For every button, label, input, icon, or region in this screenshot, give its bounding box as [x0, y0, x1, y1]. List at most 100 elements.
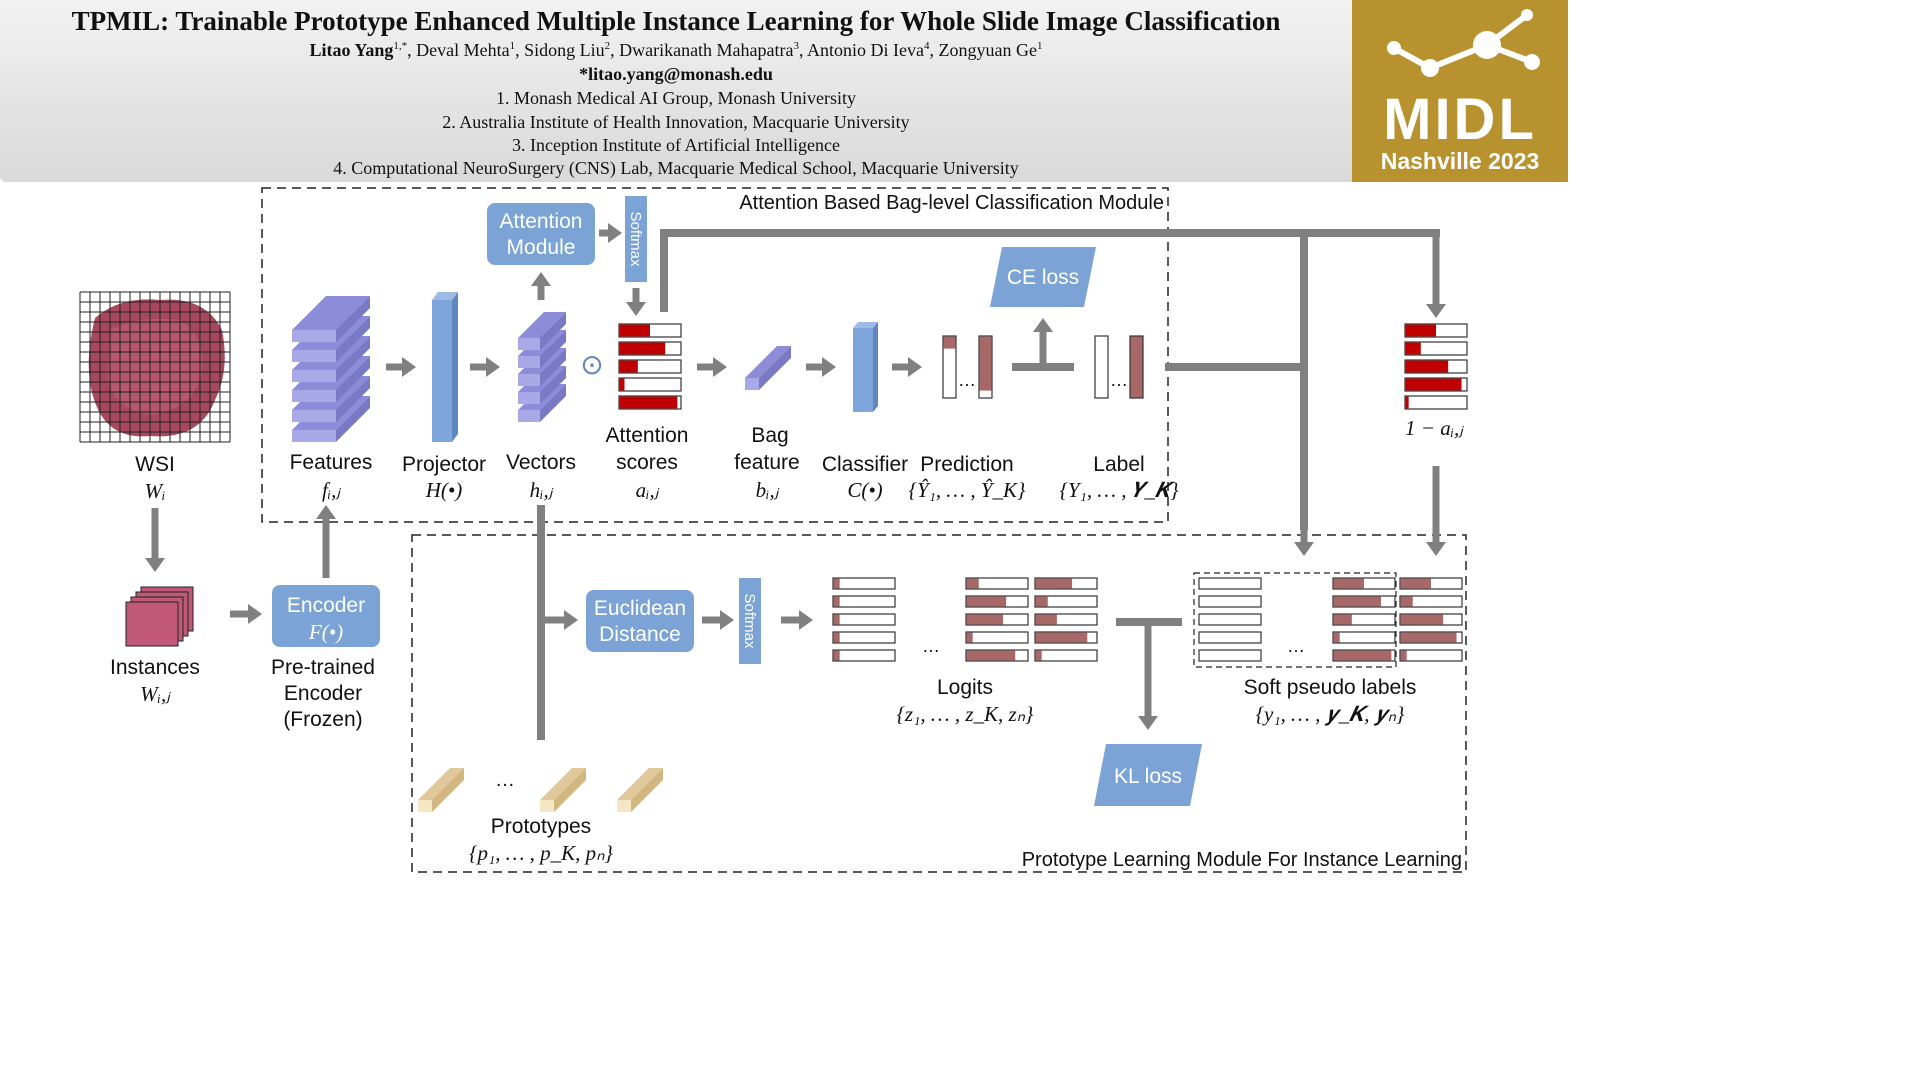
- prototype-slab-top: [418, 768, 464, 800]
- midl-logo: MIDL Nashville 2023: [1352, 0, 1568, 182]
- vector-slab-side: [540, 348, 566, 386]
- inverse-attention-bar-fill: [1405, 378, 1462, 391]
- logit-bar-fill: [833, 632, 840, 643]
- vector-slab-side: [540, 330, 566, 368]
- author-name: Antonio Di Ieva: [807, 40, 925, 60]
- vector-slab-side: [540, 312, 566, 350]
- vector-slab-side: [540, 384, 566, 422]
- attention-score-bar-fill: [619, 396, 678, 409]
- logit-bar-fill: [1035, 614, 1057, 625]
- logit-bar-fill: [833, 596, 840, 607]
- prototype-slab-top: [540, 768, 586, 800]
- instances-symbol: Wᵢ,ⱼ: [140, 682, 171, 706]
- logit-bar: [1034, 649, 1098, 662]
- encoder-label: Encoder: [287, 594, 365, 617]
- prototypes-label: Prototypes: [491, 815, 591, 838]
- features-label: Features: [290, 451, 373, 474]
- features-symbol: fᵢ,ⱼ: [322, 478, 341, 502]
- logits-label: Logits: [937, 676, 993, 699]
- euclidean-to-softmax-arrow-head: [720, 610, 734, 630]
- projector-label: Projector: [402, 453, 486, 476]
- feature-slab-side: [336, 316, 370, 362]
- vectors-label: Vectors: [506, 451, 576, 474]
- prediction-label: Prediction: [920, 453, 1013, 476]
- feature-slab-side: [336, 296, 370, 342]
- logit-bar: [832, 595, 896, 608]
- vector-slab: [518, 410, 540, 422]
- logit-bar-fill: [1035, 650, 1042, 661]
- affiliation-4: 4. Computational NeuroSurgery (CNS) Lab,…: [333, 158, 1019, 178]
- pseudo-label-bar-fill: [1333, 650, 1392, 661]
- encoder-box: [272, 585, 380, 647]
- projector-bar-side: [452, 292, 458, 442]
- pseudo-label-bar-fill: [1333, 614, 1352, 625]
- scores-to-bag-arrow-head: [713, 357, 727, 377]
- logit-bar: [965, 577, 1029, 590]
- classifier-bar-side: [873, 322, 878, 412]
- author-name: Zongyuan Ge: [938, 40, 1037, 60]
- attention-module-box-label: Attention: [500, 210, 583, 233]
- label-symbol: {Y₁, … , 𝒀_𝑲}: [1059, 478, 1179, 502]
- classification-module-title: Attention Based Bag-level Classification…: [739, 192, 1164, 214]
- molecule-icon: [1387, 9, 1540, 77]
- pseudo-label-bar: [1399, 595, 1463, 608]
- logit-bar-fill: [1035, 632, 1088, 643]
- prototype-slab: [617, 800, 631, 812]
- classification-module-box: [261, 187, 1169, 523]
- pseudo-label-bar: [1198, 595, 1262, 608]
- feature-slab: [292, 370, 336, 382]
- euclidean-distance-box: [586, 590, 694, 652]
- bag-feature-label: Bag: [751, 424, 788, 447]
- logit-bar-fill: [1035, 596, 1048, 607]
- prototype-slab: [418, 800, 432, 812]
- logit-bar: [832, 577, 896, 590]
- prototype-slab-top: [617, 768, 663, 800]
- attention-score-bar: [618, 377, 682, 392]
- vector-slab-top: [518, 312, 566, 338]
- feedback-to-pseudo-arrow-head: [1294, 542, 1314, 556]
- softmax-box-top: [625, 196, 647, 282]
- feature-slab-side: [336, 336, 370, 382]
- logit-bar: [965, 631, 1029, 644]
- prediction-ellipsis: …: [958, 370, 976, 390]
- pseudo-label-bar-fill: [1400, 614, 1444, 625]
- classifier-bar: [853, 328, 873, 412]
- wsi-to-instances-arrow-head: [145, 558, 165, 572]
- instances-to-encoder-arrow-head: [248, 604, 262, 624]
- label-label: Label: [1093, 453, 1144, 476]
- prototype-slab-side: [631, 768, 663, 812]
- pseudo-ellipsis: …: [1287, 636, 1305, 656]
- author-affiliation-mark: 1,*: [393, 40, 408, 52]
- instance-patch: [125, 601, 179, 647]
- inverse-to-pseudo-arrow-head: [1426, 542, 1446, 556]
- logit-bar: [832, 649, 896, 662]
- classifier-bar-top: [853, 322, 878, 328]
- kl-loss-label: KL loss: [1114, 765, 1182, 788]
- feature-slab: [292, 430, 336, 442]
- affiliation-2: 2. Australia Institute of Health Innovat…: [442, 112, 910, 132]
- author-name: Deval Mehta: [416, 40, 510, 60]
- vector-slab: [518, 392, 540, 404]
- prototypes-ellipsis: …: [495, 769, 515, 791]
- bag-to-classifier-arrow-head: [822, 357, 836, 377]
- attention-score-bar-fill: [619, 378, 625, 391]
- wsi-tissue-light: [108, 318, 203, 415]
- prototype-slab-side: [432, 768, 464, 812]
- affiliation-1: 1. Monash Medical AI Group, Monash Unive…: [496, 88, 856, 108]
- classifier-symbol: C(•): [847, 478, 882, 502]
- label-bar: [1129, 335, 1144, 399]
- soft-pseudo-labels-symbol: {y₁, … , 𝒚_𝑲, 𝒚ₙ}: [1256, 702, 1405, 726]
- attention-scores-label: scores: [616, 451, 678, 474]
- bag-feature-slab-top: [745, 346, 791, 378]
- inverse-attention-bar: [1404, 395, 1468, 410]
- bag-feature-symbol: bᵢ,ⱼ: [756, 478, 780, 502]
- inverse-attention-bar-fill: [1405, 360, 1449, 373]
- projector-bar: [432, 300, 452, 442]
- classifier-to-prediction-arrow-head: [908, 357, 922, 377]
- feature-slab-side: [336, 396, 370, 442]
- pretrained-label: (Frozen): [283, 708, 362, 731]
- attention-to-softmax-arrow-head: [608, 223, 622, 243]
- bag-feature-slab: [745, 378, 759, 390]
- logit-bar-fill: [1035, 578, 1073, 589]
- logits-symbol: {z₁, … , z_K, zₙ}: [897, 702, 1035, 726]
